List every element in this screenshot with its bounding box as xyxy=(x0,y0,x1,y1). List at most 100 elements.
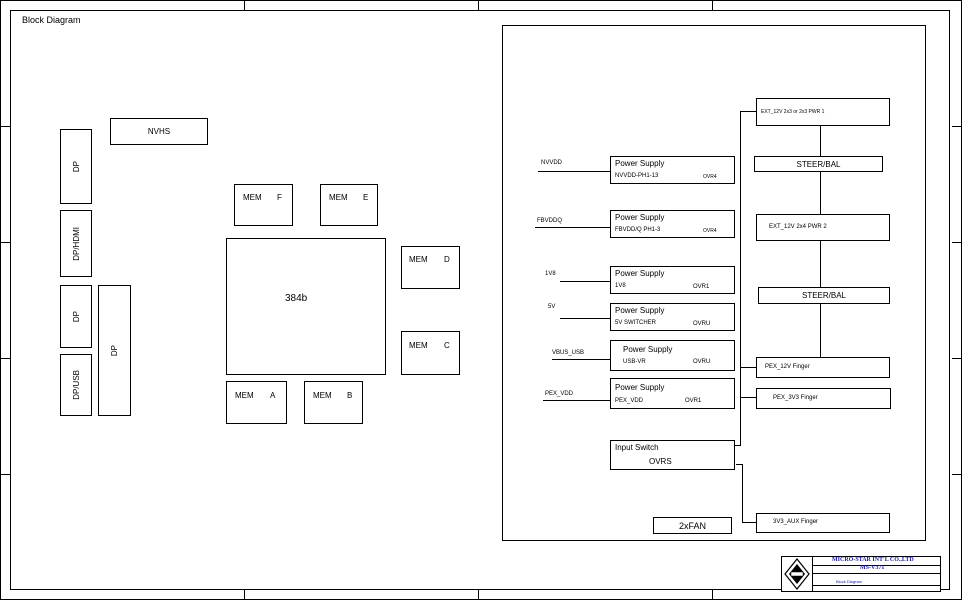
ps-title: Power Supply xyxy=(615,213,665,222)
ps-desc: PEX_VDD xyxy=(615,398,644,404)
ps-desc: NVVDD-PH1-13 xyxy=(615,173,659,179)
company-name: MICRO-STAR INT'L CO.,LTD xyxy=(832,557,914,563)
mem-f-block: MEM F xyxy=(234,184,293,226)
rail-line xyxy=(543,400,610,401)
border-tick xyxy=(0,126,10,127)
nvhs-label: NVHS xyxy=(147,127,171,136)
ext-12v-pwr2: EXT_12V 2x4 PWR 2 xyxy=(756,214,890,241)
power-supply-vbus-usb: Power Supply USB-VR OVRU xyxy=(610,340,735,371)
ps-ctrl: OVRU xyxy=(693,321,711,327)
steer-label: STEER/BAL xyxy=(801,291,846,300)
border-tick xyxy=(0,242,10,243)
fan-label: 2xFAN xyxy=(678,520,706,531)
ps-ctrl: OVR4 xyxy=(703,174,717,180)
source-label: PEX_12V Finger xyxy=(765,364,810,370)
rail-label: NVVDD xyxy=(541,160,563,166)
page-title: Block Diagram xyxy=(22,15,81,25)
gpu-block: 384b xyxy=(226,238,386,375)
rail-line xyxy=(538,171,610,172)
mem-id: D xyxy=(444,255,450,264)
mem-d-block: MEM D xyxy=(401,246,460,289)
ps-title: Power Supply xyxy=(623,345,673,354)
aux-3v3-finger: 3V3_AUX Finger xyxy=(756,513,890,533)
model-name: MS-V371 xyxy=(860,565,885,571)
ps-title: Power Supply xyxy=(615,269,665,278)
border-tick xyxy=(244,590,245,600)
bus-tap xyxy=(742,522,756,523)
connector-label: DP xyxy=(110,344,119,357)
power-supply-pex-vdd: Power Supply PEX_VDD OVR1 xyxy=(610,378,735,409)
border-tick xyxy=(0,358,10,359)
bus-tap xyxy=(740,397,756,398)
ps-ctrl: OVR1 xyxy=(693,284,710,290)
connector-dp-1: DP xyxy=(60,129,92,204)
ps-title: Power Supply xyxy=(615,306,665,315)
mem-id: E xyxy=(363,193,369,202)
fan-block: 2xFAN xyxy=(653,517,732,534)
ext-12v-pwr1: EXT_12V 2x3 or 2x3 PWR 1 xyxy=(756,98,890,126)
bus-tap xyxy=(740,367,756,368)
connector-label: DP xyxy=(71,310,81,323)
steer-label: STEER/BAL xyxy=(796,159,841,169)
input-switch-block: Input Switch OVRS xyxy=(610,440,735,470)
aux-bus-line xyxy=(742,464,743,523)
mem-a-block: MEM A xyxy=(226,381,287,424)
mem-c-block: MEM C xyxy=(401,331,460,375)
gpu-label: 384b xyxy=(285,293,308,304)
rail-label: 5V xyxy=(548,304,556,310)
border-tick xyxy=(478,590,479,600)
mem-label: MEM xyxy=(409,341,428,350)
logo-cell xyxy=(782,557,813,591)
bus-tap xyxy=(736,464,743,465)
mem-label: MEM xyxy=(243,193,262,202)
steer-bal-1: STEER/BAL xyxy=(754,156,883,172)
mem-label: MEM xyxy=(409,255,428,264)
connector-dp-2: DP xyxy=(60,285,92,348)
inner-border xyxy=(10,10,950,590)
mem-b-block: MEM B xyxy=(304,381,363,424)
source-label: EXT_12V 2x3 or 2x3 PWR 1 xyxy=(761,109,825,115)
mem-id: C xyxy=(444,341,450,350)
source-link xyxy=(820,126,821,156)
model-cell: MS-V371 xyxy=(812,565,940,574)
source-label: PEX_3V3 Finger xyxy=(773,395,818,401)
mem-id: B xyxy=(347,391,353,400)
source-link xyxy=(820,172,821,214)
pex-12v-finger: PEX_12V Finger xyxy=(756,357,890,378)
ps-desc: 1V8 xyxy=(615,283,626,289)
connector-label: DP/HDMI xyxy=(71,226,81,261)
rail-label: 1V8 xyxy=(545,271,556,277)
rail-line xyxy=(560,318,610,319)
rail-line xyxy=(552,359,610,360)
mem-label: MEM xyxy=(235,391,254,400)
source-label: 3V3_AUX Finger xyxy=(773,519,819,525)
power-supply-1v8: Power Supply 1V8 OVR1 xyxy=(610,266,735,294)
rail-line xyxy=(535,227,610,228)
rail-line xyxy=(560,281,610,282)
title-block: MICRO-STAR INT'L CO.,LTD MS-V371 Block D… xyxy=(781,556,941,592)
doc-label: Block Diagram xyxy=(836,579,863,584)
mem-id: A xyxy=(270,391,276,400)
source-link xyxy=(820,241,821,287)
connector-dp-usb: DP/USB xyxy=(60,354,92,416)
power-section xyxy=(502,25,926,541)
bus-tap xyxy=(735,445,741,446)
ps-desc: USB-VR xyxy=(623,359,646,365)
border-tick xyxy=(952,358,962,359)
rail-label: PEX_VDD xyxy=(545,391,574,397)
ps-ctrl: OVR1 xyxy=(685,398,702,404)
ps-ctrl: OVR4 xyxy=(703,228,717,234)
ps-title: Power Supply xyxy=(615,159,665,168)
mem-label: MEM xyxy=(329,193,348,202)
connector-label: DP/USB xyxy=(71,370,81,400)
input-switch-ctrl: OVRS xyxy=(649,457,672,466)
border-tick xyxy=(0,474,10,475)
bus-tap xyxy=(740,111,756,112)
mem-label: MEM xyxy=(313,391,332,400)
border-tick xyxy=(478,0,479,10)
ps-title: Power Supply xyxy=(615,383,665,392)
pex-3v3-finger: PEX_3V3 Finger xyxy=(756,388,891,409)
ps-desc: 5V SWITCHER xyxy=(615,320,657,326)
source-label: EXT_12V 2x4 PWR 2 xyxy=(769,224,827,230)
steer-bal-2: STEER/BAL xyxy=(758,287,890,304)
